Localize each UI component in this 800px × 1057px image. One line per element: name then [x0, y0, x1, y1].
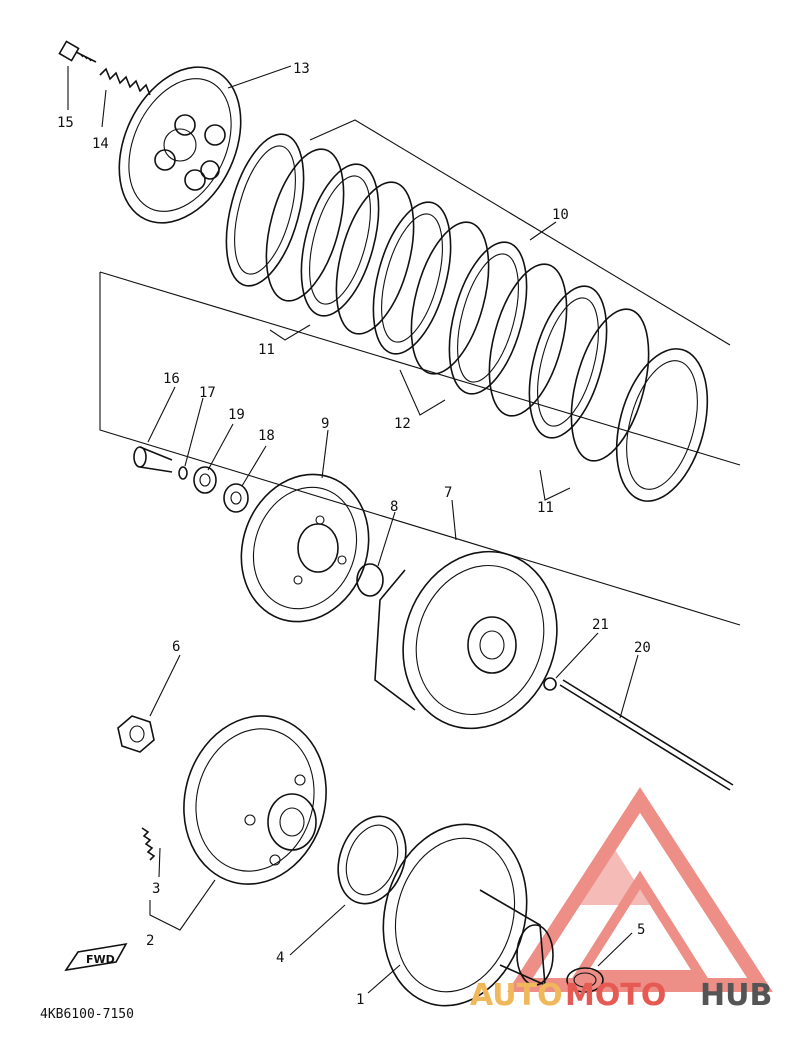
clutch-spring — [99, 67, 151, 96]
clutch-plate-stack — [225, 133, 709, 502]
diagram-code: 4KB6100-7150 — [40, 1007, 134, 1022]
watermark-logo-icon — [507, 787, 773, 992]
part-label-2: 2 — [146, 933, 154, 949]
part-label-4: 4 — [276, 950, 284, 966]
part-labels: 1 2 3 4 5 6 7 8 9 10 11 11 12 13 14 15 1… — [57, 61, 651, 1008]
circlip — [356, 563, 384, 597]
nut — [193, 466, 217, 494]
watermark-auto: AUTO — [470, 978, 563, 1013]
part-label-18: 18 — [258, 428, 275, 444]
centrifugal-clutch — [183, 715, 327, 885]
bolt — [58, 40, 97, 63]
watermark-moto: MOTO — [565, 978, 666, 1013]
part-label-7: 7 — [444, 485, 452, 501]
part-label-16: 16 — [163, 371, 180, 387]
part-label-17: 17 — [199, 385, 216, 401]
clutch-boss — [240, 473, 370, 623]
pressure-plate — [118, 66, 242, 224]
fwd-arrow-icon: FWD — [64, 942, 128, 972]
part-label-15: 15 — [57, 115, 74, 131]
part-label-8: 8 — [390, 499, 398, 515]
clutch-housing — [374, 550, 558, 730]
small-spring — [141, 827, 156, 861]
part-label-3: 3 — [152, 881, 160, 897]
part-label-10: 10 — [552, 207, 569, 223]
part-label-1: 1 — [356, 992, 364, 1008]
small-ring — [178, 466, 188, 480]
one-way-bearing — [337, 815, 407, 905]
part-label-14: 14 — [92, 136, 109, 152]
thrust-washer — [566, 967, 604, 993]
part-label-11-upper: 11 — [258, 342, 275, 358]
fwd-badge-text: FWD — [86, 953, 115, 966]
part-label-19: 19 — [228, 407, 245, 423]
part-label-21: 21 — [592, 617, 609, 633]
part-label-12: 12 — [394, 416, 411, 432]
hex-nut — [117, 715, 155, 753]
part-label-5: 5 — [637, 922, 645, 938]
leader-lines — [67, 65, 639, 994]
lock-washer — [223, 483, 249, 513]
part-label-13: 13 — [293, 61, 310, 77]
ball — [543, 677, 557, 691]
part-label-11-lower: 11 — [537, 500, 554, 516]
shaft-bolt — [133, 446, 173, 473]
watermark-text: AUTO MOTO HUB — [470, 978, 772, 1013]
push-rod — [559, 679, 734, 791]
part-label-20: 20 — [634, 640, 651, 656]
part-label-9: 9 — [321, 416, 329, 432]
bracket-lines — [99, 119, 741, 626]
part-label-6: 6 — [172, 639, 180, 655]
clutch-drum — [382, 823, 554, 1007]
watermark-hub: HUB — [700, 978, 772, 1013]
